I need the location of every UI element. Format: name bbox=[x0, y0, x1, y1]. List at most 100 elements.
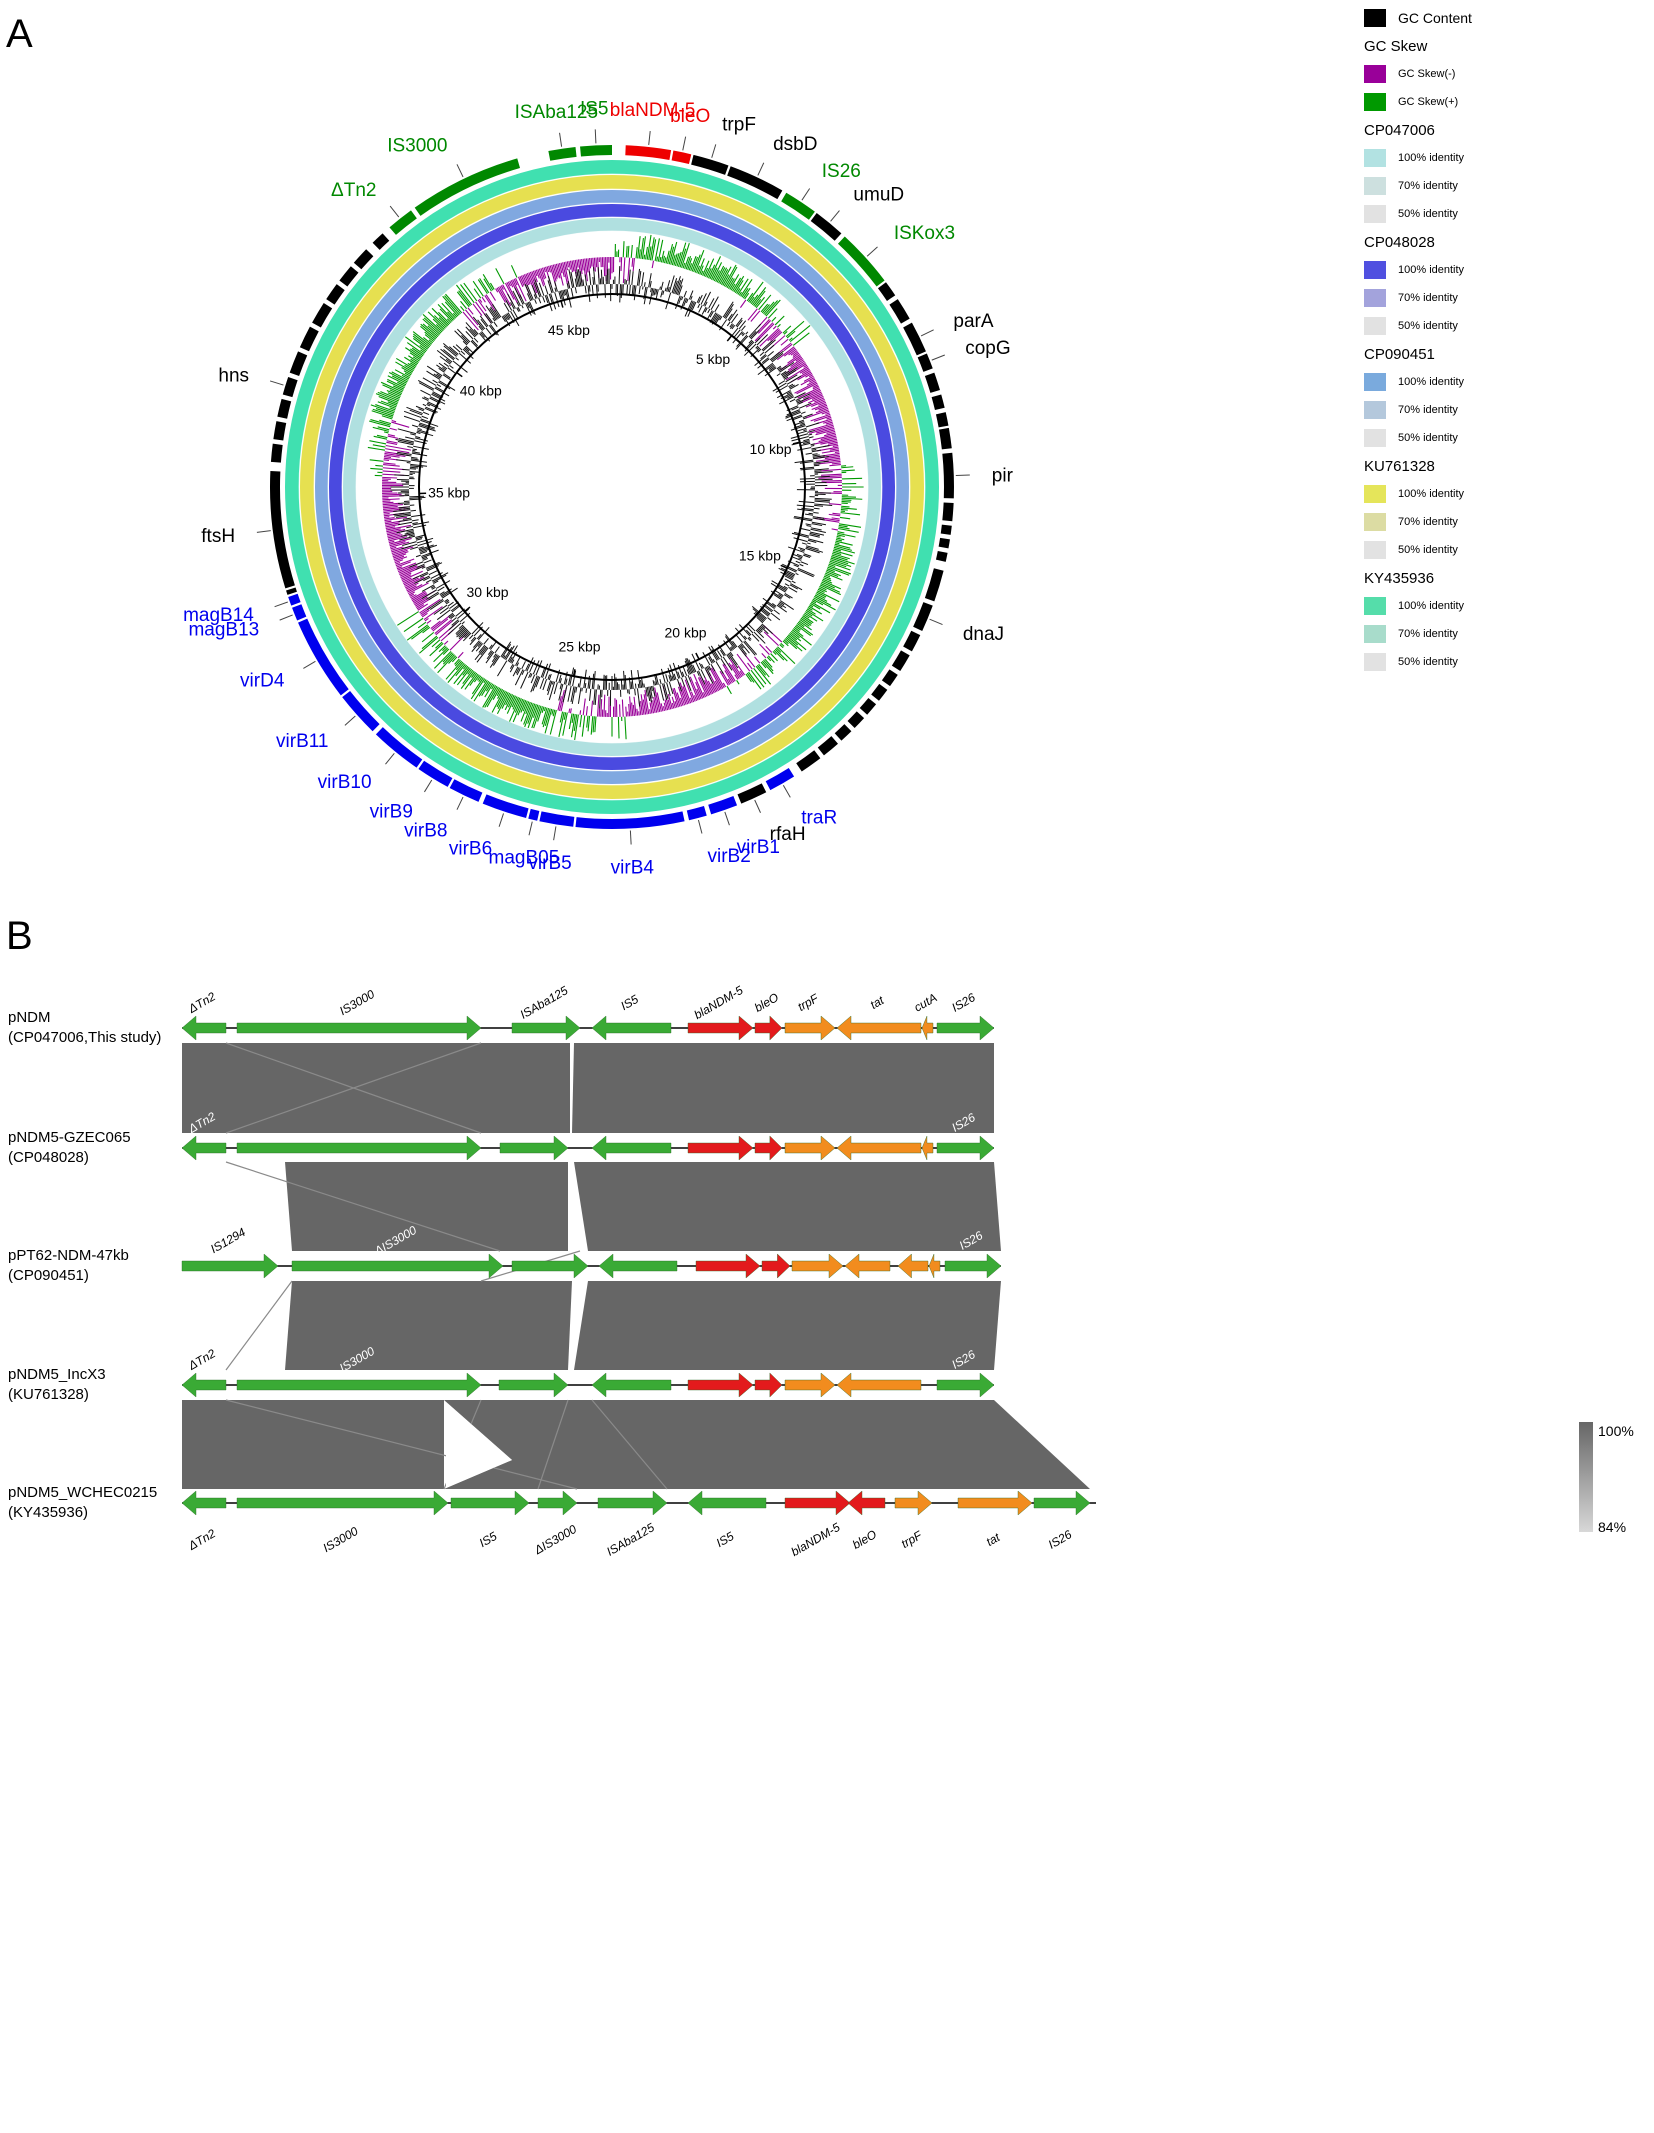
homology-block bbox=[444, 1400, 1090, 1489]
legend-swatch bbox=[1364, 93, 1386, 111]
gene-arc-hns bbox=[282, 376, 298, 398]
gene-label-dsbd: dsbD bbox=[773, 134, 817, 155]
gene-arc bbox=[940, 524, 952, 535]
gene-arrow-is26 bbox=[944, 1253, 1002, 1279]
gene-leader bbox=[801, 188, 811, 201]
gene-label-virb11: virB11 bbox=[276, 731, 328, 752]
legend-label: GC Content bbox=[1398, 10, 1472, 26]
tick-label-25kbp: 25 kbp bbox=[559, 639, 601, 655]
track-name: pNDM bbox=[8, 1009, 51, 1026]
legend-swatch bbox=[1364, 485, 1386, 503]
gene-label-tn2: ΔTn2 bbox=[185, 989, 218, 1016]
legend-label: 50% identity bbox=[1398, 544, 1458, 556]
gene-label-bleo: bleO bbox=[850, 1527, 879, 1552]
gene-arrow-unlabeled bbox=[695, 1253, 761, 1279]
gene-arc bbox=[881, 669, 898, 687]
homology-block bbox=[285, 1162, 568, 1251]
gene-leader bbox=[594, 129, 597, 144]
gene-arc bbox=[796, 750, 821, 772]
gene-leader bbox=[929, 618, 943, 626]
legend-label: 50% identity bbox=[1398, 208, 1458, 220]
gene-arc-virb9 bbox=[418, 760, 453, 787]
legend-label: 70% identity bbox=[1398, 628, 1458, 640]
legend-swatch bbox=[1364, 373, 1386, 391]
gene-arc bbox=[277, 398, 292, 419]
gene-label-tat: tat bbox=[868, 993, 887, 1012]
track-name: pPT62-NDM-47kb bbox=[8, 1247, 129, 1264]
ring-edge bbox=[313, 188, 911, 786]
gene-leader bbox=[456, 164, 464, 178]
gene-label-is3000: IS3000 bbox=[321, 1524, 361, 1555]
gene-leader bbox=[682, 136, 687, 151]
tick-label-10kbp: 10 kbp bbox=[750, 441, 792, 457]
gene-leader bbox=[629, 830, 632, 845]
gc-content-track bbox=[390, 266, 833, 709]
track-accession: (KU761328) bbox=[8, 1386, 89, 1403]
gene-label-is5: IS5 bbox=[580, 98, 609, 119]
gene-arc-virb11 bbox=[342, 691, 380, 732]
legend-swatch bbox=[1364, 653, 1386, 671]
tick-mark bbox=[792, 441, 800, 445]
gene-leader bbox=[553, 826, 557, 841]
legend-label: GC Skew(+) bbox=[1398, 96, 1459, 108]
gene-label-is26: IS26 bbox=[1046, 1527, 1075, 1552]
gene-arrow-unlabeled bbox=[754, 1372, 783, 1398]
legend-item-gc-content: GC Content bbox=[1364, 6, 1644, 34]
gene-arrow-is26 bbox=[936, 1372, 995, 1398]
legend-item-cp090451: CP090451 bbox=[1364, 342, 1644, 370]
gene-leader bbox=[697, 819, 703, 834]
legend-item-ku761328: KU761328 bbox=[1364, 454, 1644, 482]
gene-label-bleo: bleO bbox=[752, 990, 781, 1015]
gene-label-blandm-5: blaNDM-5 bbox=[610, 100, 696, 121]
gene-label-virb2: virB2 bbox=[707, 846, 750, 867]
scale-gradient bbox=[1579, 1422, 1593, 1532]
gene-arrow-unlabeled bbox=[928, 1253, 941, 1279]
gene-leader bbox=[757, 162, 765, 176]
crossing-line bbox=[225, 1161, 501, 1252]
tick-mark bbox=[780, 564, 788, 569]
gene-label-magb14: magB14 bbox=[183, 605, 254, 626]
crossing-line bbox=[591, 1399, 668, 1490]
gene-arc bbox=[273, 421, 287, 441]
legend-label: 100% identity bbox=[1398, 488, 1465, 500]
gene-label-is26: IS26 bbox=[949, 990, 978, 1015]
gene-arrow-isaba125 bbox=[511, 1015, 581, 1041]
legend-label: GC Skew(-) bbox=[1398, 68, 1456, 80]
gene-label-tn2: ΔTn2 bbox=[331, 180, 376, 201]
identity-scale-bar: 100%84% bbox=[1579, 1422, 1634, 1535]
identity-ring-5 bbox=[343, 218, 881, 756]
legend-item-70-identity: 70% identity bbox=[1364, 622, 1644, 650]
identity-ring-3 bbox=[315, 190, 909, 784]
legend-label: 100% identity bbox=[1398, 600, 1465, 612]
legend-label: 50% identity bbox=[1398, 656, 1458, 668]
gene-label-is1294: IS1294 bbox=[208, 1225, 248, 1256]
legend-label: 70% identity bbox=[1398, 180, 1458, 192]
gene-arc bbox=[859, 697, 877, 715]
gene-label-is3000: IS3000 bbox=[387, 135, 447, 156]
gene-label-tn2: ΔTn2 bbox=[185, 1526, 218, 1553]
legend-swatch bbox=[1364, 513, 1386, 531]
homology-block bbox=[574, 1281, 1001, 1370]
legend-swatch bbox=[1364, 429, 1386, 447]
gene-arrow-bleo bbox=[847, 1490, 886, 1516]
legend-swatch bbox=[1364, 625, 1386, 643]
gene-arc bbox=[924, 568, 944, 602]
legend-item-cp047006: CP047006 bbox=[1364, 118, 1644, 146]
gene-arc-tn2 bbox=[389, 210, 417, 235]
legend-item-50-identity: 50% identity bbox=[1364, 314, 1644, 342]
legend-item-ky435936: KY435936 bbox=[1364, 566, 1644, 594]
gene-label-pir: pir bbox=[992, 465, 1014, 486]
gene-arc bbox=[903, 630, 921, 652]
gene-arrow-bleo bbox=[754, 1015, 783, 1041]
gene-label-is3000: IS3000 bbox=[337, 987, 377, 1018]
gene-leader bbox=[782, 785, 791, 798]
legend-item-70-identity: 70% identity bbox=[1364, 510, 1644, 538]
gene-arc-vird4 bbox=[298, 618, 349, 696]
legend-item-cp048028: CP048028 bbox=[1364, 230, 1644, 258]
gene-label-blandm-5: blaNDM-5 bbox=[789, 1520, 843, 1559]
legend-swatch bbox=[1364, 177, 1386, 195]
gene-arrow-tn2 bbox=[181, 1015, 227, 1041]
